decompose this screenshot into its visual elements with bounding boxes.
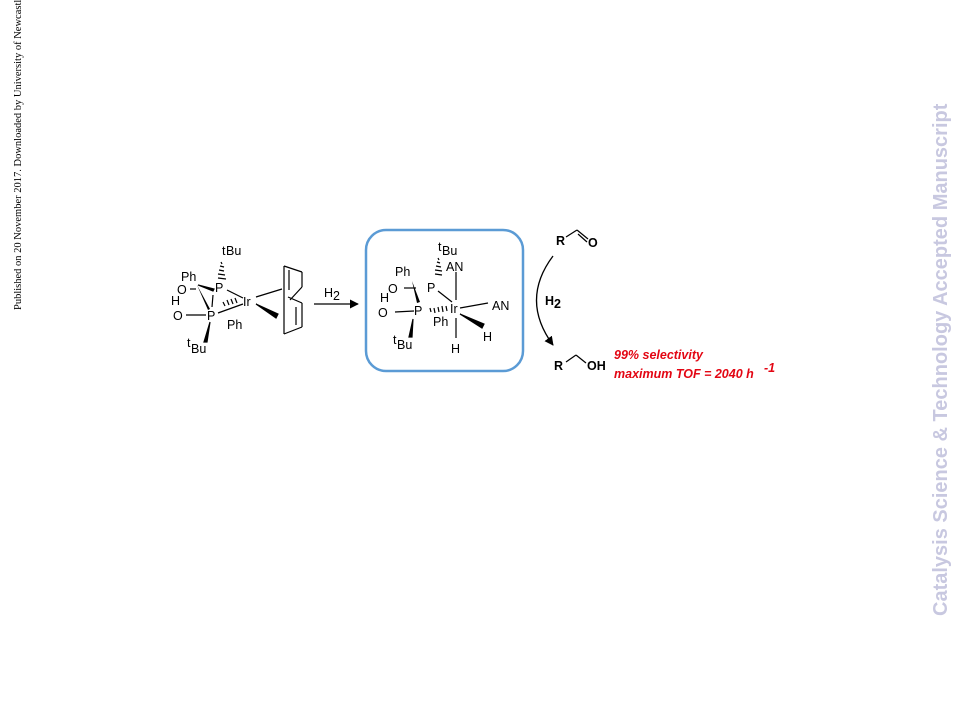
- pre-tbu-top-sup: t: [222, 244, 226, 258]
- act-tbu-top-sup: t: [438, 240, 442, 254]
- act-o1: O: [388, 282, 398, 296]
- cycle-reagent-sub: 2: [554, 297, 561, 311]
- pre-o2: O: [173, 309, 183, 323]
- pre-ir: Ir: [243, 295, 251, 309]
- product-oh: OH: [587, 359, 606, 373]
- wedge-p1-2: [412, 281, 420, 303]
- bond-p2-ir: [217, 303, 244, 314]
- act-h: H: [380, 291, 389, 305]
- hashed-bond-tbu-top: [217, 261, 227, 280]
- wedge-oh: [197, 285, 210, 310]
- act-an-top: AN: [446, 260, 463, 274]
- pre-o1: O: [177, 283, 187, 297]
- pre-tbu-bottom-sup: t: [187, 336, 191, 350]
- selectivity-result: 99% selectivity: [614, 348, 704, 362]
- pre-h: H: [171, 294, 180, 308]
- arrow-reagent-sub: 2: [333, 289, 340, 303]
- active-catalyst-labels: t Bu AN Ph O H P O P Ir AN Ph H t Bu H: [378, 240, 509, 356]
- active-catalyst-structure: [394, 257, 489, 338]
- act-p2: P: [414, 304, 422, 318]
- cycle-reagent-h: H: [545, 294, 554, 308]
- hashed-bond-p2-ir-2: [429, 305, 448, 314]
- bond-ir-cod-upper: [255, 288, 283, 298]
- act-ph2: Ph: [433, 315, 448, 329]
- bond-ir-an-right: [459, 302, 489, 309]
- cod-ligand: [283, 265, 303, 335]
- act-ir: Ir: [450, 302, 458, 316]
- act-an-right: AN: [492, 299, 509, 313]
- act-ph1: Ph: [395, 265, 410, 279]
- act-tbu-top: Bu: [442, 244, 457, 258]
- precatalyst-labels: t Bu Ph O H P Ir O P Ph t Bu: [171, 244, 251, 356]
- wedge-p2-tbu: [203, 321, 211, 343]
- aldehyde-substrate: [565, 229, 589, 243]
- pre-tbu-top: Bu: [226, 244, 241, 258]
- pre-p1: P: [215, 281, 223, 295]
- substrate-r: R: [556, 234, 565, 248]
- pre-p2: P: [207, 309, 215, 323]
- act-p1: P: [427, 281, 435, 295]
- tof-result: maximum TOF = 2040 h: [614, 367, 754, 381]
- pre-tbu-bottom: Bu: [191, 342, 206, 356]
- bond-p1-p2: [211, 294, 214, 308]
- act-h-bottom: H: [451, 342, 460, 356]
- act-o2: O: [378, 306, 388, 320]
- hashed-bond-tbu-top-2: [434, 257, 443, 276]
- bond-o2-p2-2: [394, 310, 415, 313]
- tof-unit-superscript: -1: [764, 361, 775, 375]
- conversion-arrow: [535, 255, 554, 346]
- alcohol-product: [565, 354, 587, 364]
- act-h-wedge: H: [483, 330, 492, 344]
- precatalyst-structure: [186, 261, 303, 343]
- pre-ph1: Ph: [181, 270, 196, 284]
- act-tbu-bottom-sup: t: [393, 333, 397, 347]
- hashed-bond-p2-ir: [222, 297, 238, 307]
- act-tbu-bottom: Bu: [397, 338, 412, 352]
- active-catalyst-box: [364, 228, 525, 373]
- substrate-o: O: [588, 236, 598, 250]
- bond-p1-ir: [226, 289, 244, 299]
- wedge-p2-tbu-2: [408, 318, 414, 338]
- bond-p1-ir-2: [437, 290, 453, 303]
- wedge-ir-cod-lower: [255, 303, 279, 319]
- product-r: R: [554, 359, 563, 373]
- wedge-ir-h: [459, 313, 485, 329]
- pre-ph2: Ph: [227, 318, 242, 332]
- wedge-ph-p1: [197, 284, 215, 292]
- arrow-reagent-h: H: [324, 286, 333, 300]
